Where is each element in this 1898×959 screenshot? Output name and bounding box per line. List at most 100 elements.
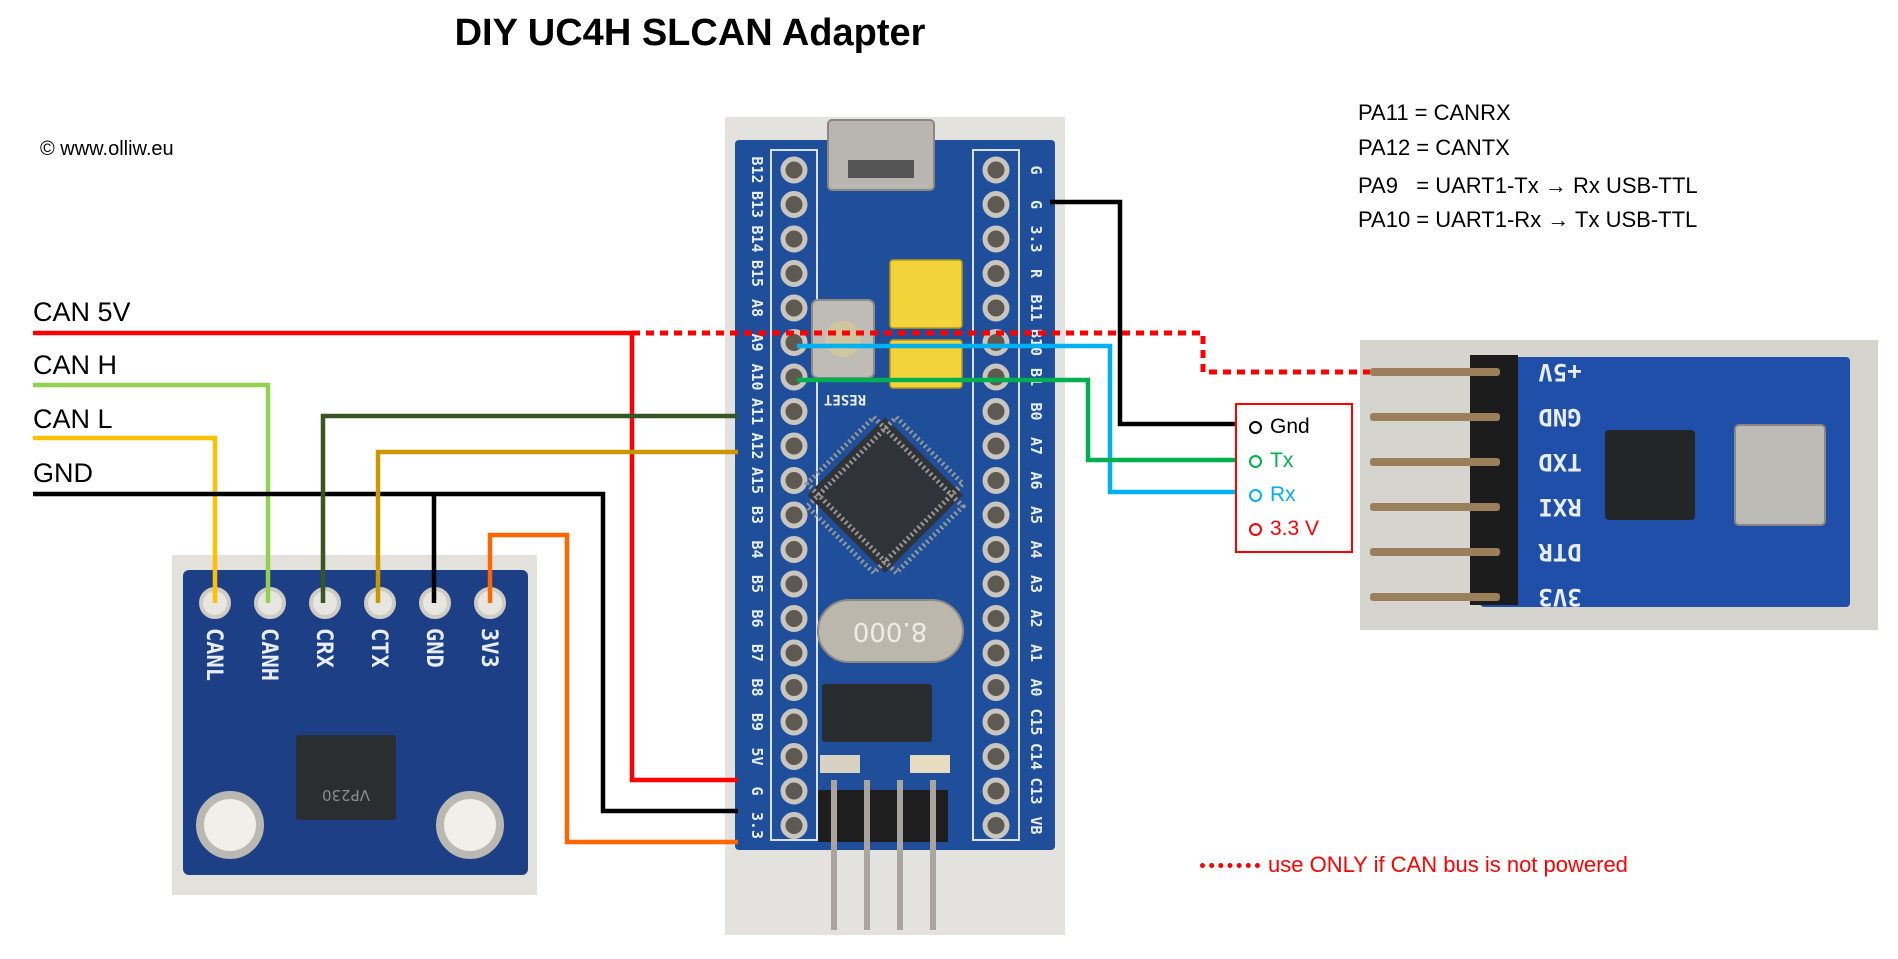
header-pin-a0 [982,674,1010,701]
header-pin-b6 [780,605,808,632]
header-pin-b14 [780,225,808,253]
right-header-pins [982,156,1010,839]
pin-label-g: G [748,786,766,795]
header-pin-r [982,260,1010,287]
usb-ttl-pin-dtr [1370,548,1500,556]
pin-legend-3v3: 3.3 V [1249,517,1319,541]
usb-ttl-pin-txd [1370,458,1500,466]
pin-ring-icon [1249,420,1262,434]
pin-label-b1: B1 [1027,368,1045,386]
mcu-board: B12B13B14B15A8A9A10A11A12A15B3B4B5B6B7B8… [725,117,1065,935]
header-pin-b9 [780,708,808,736]
pin-label-a2: A2 [1027,609,1045,627]
header-pin-c14 [982,743,1010,770]
pin-legend-label: Gnd [1270,415,1310,438]
pin-ring-icon [1249,488,1262,502]
mounting-hole-left [196,791,264,859]
header-pin-g [982,156,1010,184]
pin-label-c15: C15 [1027,708,1045,735]
pin-label-r: R [1027,269,1045,279]
usb-ttl-header-pins [1370,368,1500,601]
pin-label-a11: A11 [748,398,766,425]
header-pin-b8 [780,674,808,701]
optional-power-note: use ONLY if CAN bus is not powered [1200,852,1628,878]
swd-header-pins [831,780,936,930]
header-pin-a6 [982,467,1010,494]
chip-body [807,417,963,573]
label-can-l: CAN L [33,404,113,434]
header-pin-b0 [982,398,1010,425]
header-pin-a2 [982,605,1010,632]
note-text: use ONLY if CAN bus is not powered [1268,852,1628,877]
swd-pin [897,780,903,930]
can-pin-label-canl: CANL [201,628,226,681]
header-pin-vb [982,812,1010,839]
pin-mapping-uart-rx: PA10 = UART1-Rx → Tx USB-TTL [1358,207,1698,232]
boot0-jumper [889,259,963,329]
usb-ttl-pin-label-3v3: 3V3 [1538,583,1581,611]
pin-legend-rx: Rx [1249,483,1296,507]
header-pin-b3 [780,501,808,529]
usb-ttl-pin-label-txd: TXD [1538,448,1581,476]
can-pin-label-gnd: GND [421,628,446,668]
pin-label-5v: 5V [748,747,766,765]
header-pin-a8 [780,294,808,322]
header-pin-3.3 [982,225,1010,253]
header-pin-b5 [780,570,808,598]
pwr-led [910,755,950,773]
pin-label-b13: B13 [748,191,766,218]
header-pin-g [780,777,808,805]
header-pin-a10 [780,363,808,391]
swd-header [818,790,948,842]
label-gnd: GND [33,458,93,488]
copyright-notice: © www.olliw.eu [40,138,174,160]
dotted-line-legend-icon [1200,862,1260,868]
pin-legend-gnd: Gnd [1249,415,1310,439]
wire-uart-gnd [1050,199,1237,427]
pin-label-a8: A8 [748,299,766,317]
header-pin-a1 [982,639,1010,667]
header-pin-b1 [982,363,1010,391]
usb-ttl-pin-label-rxi: RXI [1538,493,1581,521]
reset-button-cap [825,321,861,357]
swd-pin [930,780,936,930]
pin-label-b6: B6 [748,609,766,627]
pin-label-b14: B14 [748,225,766,252]
mounting-hole-right [436,791,504,859]
swd-pin [864,780,870,930]
usb-ttl-pin-label-gnd: GND [1538,403,1581,431]
stm32-chip [803,413,967,577]
pin-mapping-uart-tx: PA9 = UART1-Tx → Rx USB-TTL [1358,173,1698,198]
wire-can-h [33,382,271,603]
micro-usb-opening [848,160,914,178]
wire-gnd [33,491,738,814]
usb-ttl-pin-+5v [1370,368,1500,376]
label-can-h: CAN H [33,350,118,380]
header-pin-g [982,191,1010,218]
pin-mapping-cantx: PA12 = CANTX [1358,135,1510,160]
pin-label-b10: B10 [1027,329,1045,356]
wires [33,199,1370,845]
reset-silk-label: RESET [824,391,866,407]
can-board-pcb [183,570,528,875]
usb-ttl-pin-label-+5v: +5V [1538,358,1581,386]
pin-label-a4: A4 [1027,540,1045,558]
micro-usb-connector [827,119,935,191]
pin-label-a15: A15 [748,467,766,494]
wire-uart-rx [797,377,1237,463]
pin-ring-icon [1249,454,1262,468]
pin-ring-icon [1249,522,1262,536]
pin-label-a9: A9 [748,333,766,351]
pin-label-b9: B9 [748,713,766,731]
left-header-pins [780,156,808,839]
pin-label-c14: C14 [1027,743,1045,770]
wire-3v3 [487,532,738,845]
header-pin-a11 [780,398,808,425]
usb-ttl-pin-label-dtr: DTR [1538,538,1582,566]
crystal-label: 8.000 [853,616,927,646]
header-pin-b4 [780,536,808,563]
pin-label-b3: B3 [748,506,766,524]
